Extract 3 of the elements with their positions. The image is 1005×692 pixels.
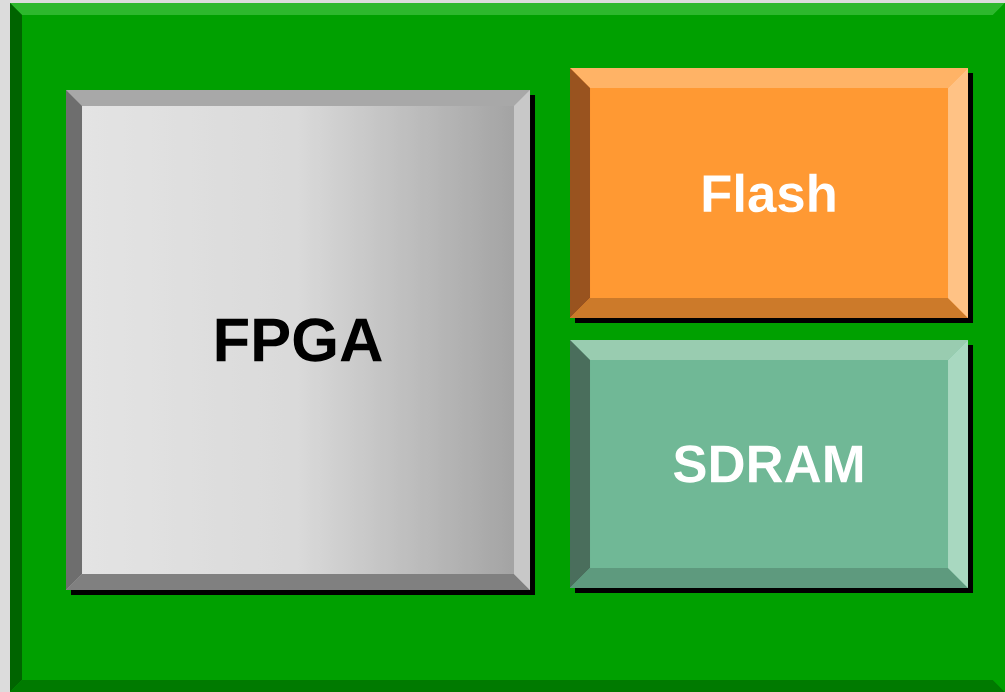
chip-box: FPGA <box>66 90 535 595</box>
chip-box: SDRAM <box>570 340 973 593</box>
chip-box: Flash <box>570 68 973 323</box>
